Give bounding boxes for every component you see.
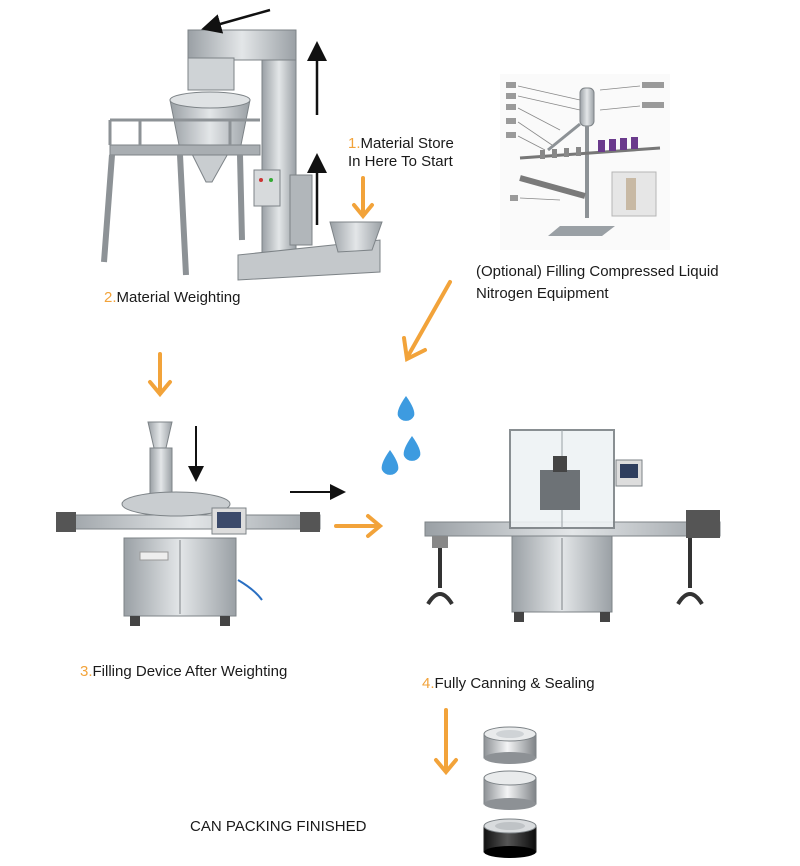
arrow-step1-down xyxy=(352,176,374,220)
filling-device-illustration xyxy=(56,421,321,626)
liquid-nitrogen-drops xyxy=(381,396,421,475)
step3-label: 3.Filling Device After Weighting xyxy=(80,662,287,681)
finished-cans xyxy=(483,726,537,858)
arrow-step2-down xyxy=(148,352,172,398)
step2-label: 2.Material Weighting xyxy=(104,288,240,307)
flow-arrows xyxy=(148,176,458,776)
arrow-nitrogen-diag xyxy=(402,280,452,363)
step3-number: 3. xyxy=(80,663,93,680)
nitrogen-equipment-illustration xyxy=(500,74,670,250)
arrow-step3-right xyxy=(334,514,384,538)
step4-number: 4. xyxy=(422,675,435,692)
step1-label-line2: In Here To Start xyxy=(348,153,453,170)
step1-label: 1.Material Store xyxy=(348,134,454,153)
weigher-machine-illustration xyxy=(101,29,383,281)
canning-sealing-illustration xyxy=(424,429,721,622)
optional-label-line1: (Optional) Filling Compressed Liquid xyxy=(476,263,719,280)
finish-label: CAN PACKING FINISHED xyxy=(190,818,367,835)
step1-number: 1. xyxy=(348,135,361,152)
arrow-step4-down xyxy=(434,708,458,776)
step2-number: 2. xyxy=(104,289,117,306)
optional-label-line2: Nitrogen Equipment xyxy=(476,285,609,302)
step4-text: Fully Canning & Sealing xyxy=(434,675,595,692)
step2-text: Material Weighting xyxy=(116,289,241,306)
step3-text: Filling Device After Weighting xyxy=(92,663,288,680)
step4-label: 4.Fully Canning & Sealing xyxy=(422,674,595,693)
step1-text: Material Store xyxy=(360,135,454,152)
